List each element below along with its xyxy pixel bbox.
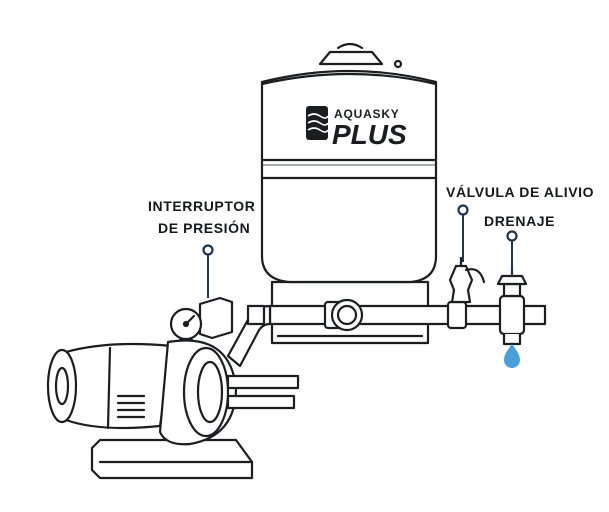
pressure-switch-label-line2: DE PRESIÓN: [158, 220, 251, 236]
brand-logo: AQUASKY PLUS: [306, 106, 407, 150]
discharge-pipe: [268, 298, 547, 332]
pin-marker-icon: [457, 204, 469, 216]
relief-valve-label: VÁLVULA DE ALIVIO: [446, 184, 595, 200]
connector-pipe: [226, 304, 272, 368]
pressure-switch-label-line1: INTERRUPTOR: [148, 198, 256, 214]
drain-label: DRENAJE: [484, 213, 556, 229]
pressure-switch: [169, 296, 234, 354]
relief-valve: [448, 256, 486, 304]
tank-top-cap: [318, 50, 384, 66]
tank-body: [260, 69, 438, 284]
pump-base: [90, 438, 254, 480]
pin-marker-icon: [506, 230, 518, 242]
tank-port: [330, 298, 364, 332]
wave-logo-icon: [306, 106, 329, 140]
drain-valve: [496, 266, 528, 346]
pin-marker-icon: [202, 244, 214, 256]
brand-name: AQUASKY: [334, 107, 400, 121]
pump-outlet-top: [226, 374, 300, 390]
brand-product: PLUS: [332, 119, 407, 150]
callouts: [202, 204, 518, 298]
pump-outlet-bottom: [226, 394, 296, 410]
pressure-tank: [260, 42, 438, 345]
air-valve: [393, 59, 403, 69]
pipe-coupling-2: [446, 300, 468, 330]
water-drop-icon: [504, 344, 520, 368]
pump-motor: [46, 339, 300, 480]
